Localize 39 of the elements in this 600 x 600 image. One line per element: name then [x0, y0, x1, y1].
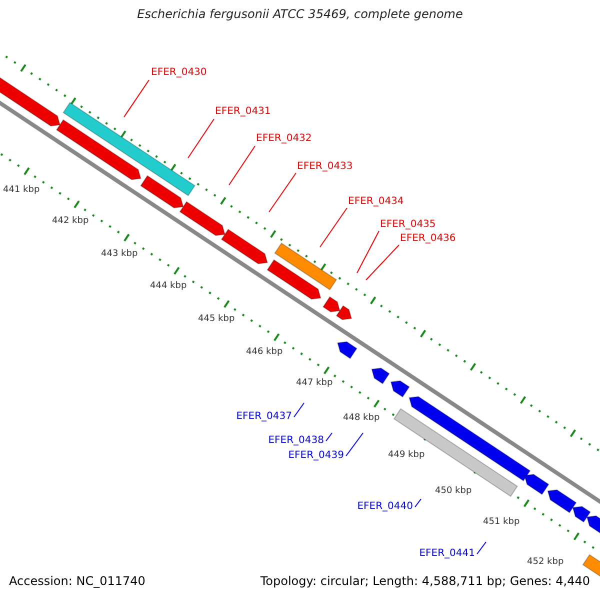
gene-label: EFER_0433 [297, 162, 353, 172]
title: Escherichia fergusonii ATCC 35469, complete genome [136, 8, 464, 20]
gene-label: EFER_0434 [348, 197, 404, 207]
scale-label: 441 kbp [3, 186, 40, 195]
gene-label: EFER_0441 [419, 549, 475, 559]
leader-line [320, 208, 348, 248]
leader-line [268, 172, 296, 212]
scale-label: 450 kbp [435, 487, 472, 496]
leader-line [476, 542, 486, 554]
accession-text: Accession: NC_011740 [9, 575, 146, 587]
scale-label: 448 kbp [343, 414, 380, 423]
leader-line [414, 498, 422, 508]
scale-label: 446 kbp [246, 348, 283, 357]
scale-label: 449 kbp [388, 451, 425, 460]
gene-label: EFER_0436 [400, 234, 456, 244]
leader-line [188, 118, 214, 158]
leader-line [228, 146, 256, 186]
scale-label: 447 kbp [296, 379, 333, 388]
gene-label: EFER_0435 [380, 220, 436, 230]
gene-label: EFER_0439 [288, 451, 344, 461]
leader-line [356, 230, 380, 274]
leader-line [346, 432, 364, 456]
scale-label: 443 kbp [101, 250, 138, 259]
leader-line [326, 432, 332, 442]
scale-label: 452 kbp [527, 558, 564, 567]
gene-label: EFER_0437 [236, 412, 292, 422]
scale-label: 451 kbp [483, 518, 520, 527]
gene-label: EFER_0430 [151, 68, 207, 78]
leader-line [294, 402, 304, 418]
leader-line [124, 80, 150, 118]
genome-info-text: Topology: circular; Length: 4,588,711 bp; Genes: 4,440 [260, 575, 590, 587]
gene-label: EFER_0432 [256, 134, 312, 144]
scale-label: 442 kbp [52, 217, 89, 226]
gene-label: EFER_0438 [268, 436, 324, 446]
scale-label: 444 kbp [150, 282, 187, 291]
gene-label: EFER_0431 [215, 107, 271, 117]
scale-label: 445 kbp [198, 315, 235, 324]
leader-line [366, 244, 400, 280]
gene-label: EFER_0440 [357, 502, 413, 512]
